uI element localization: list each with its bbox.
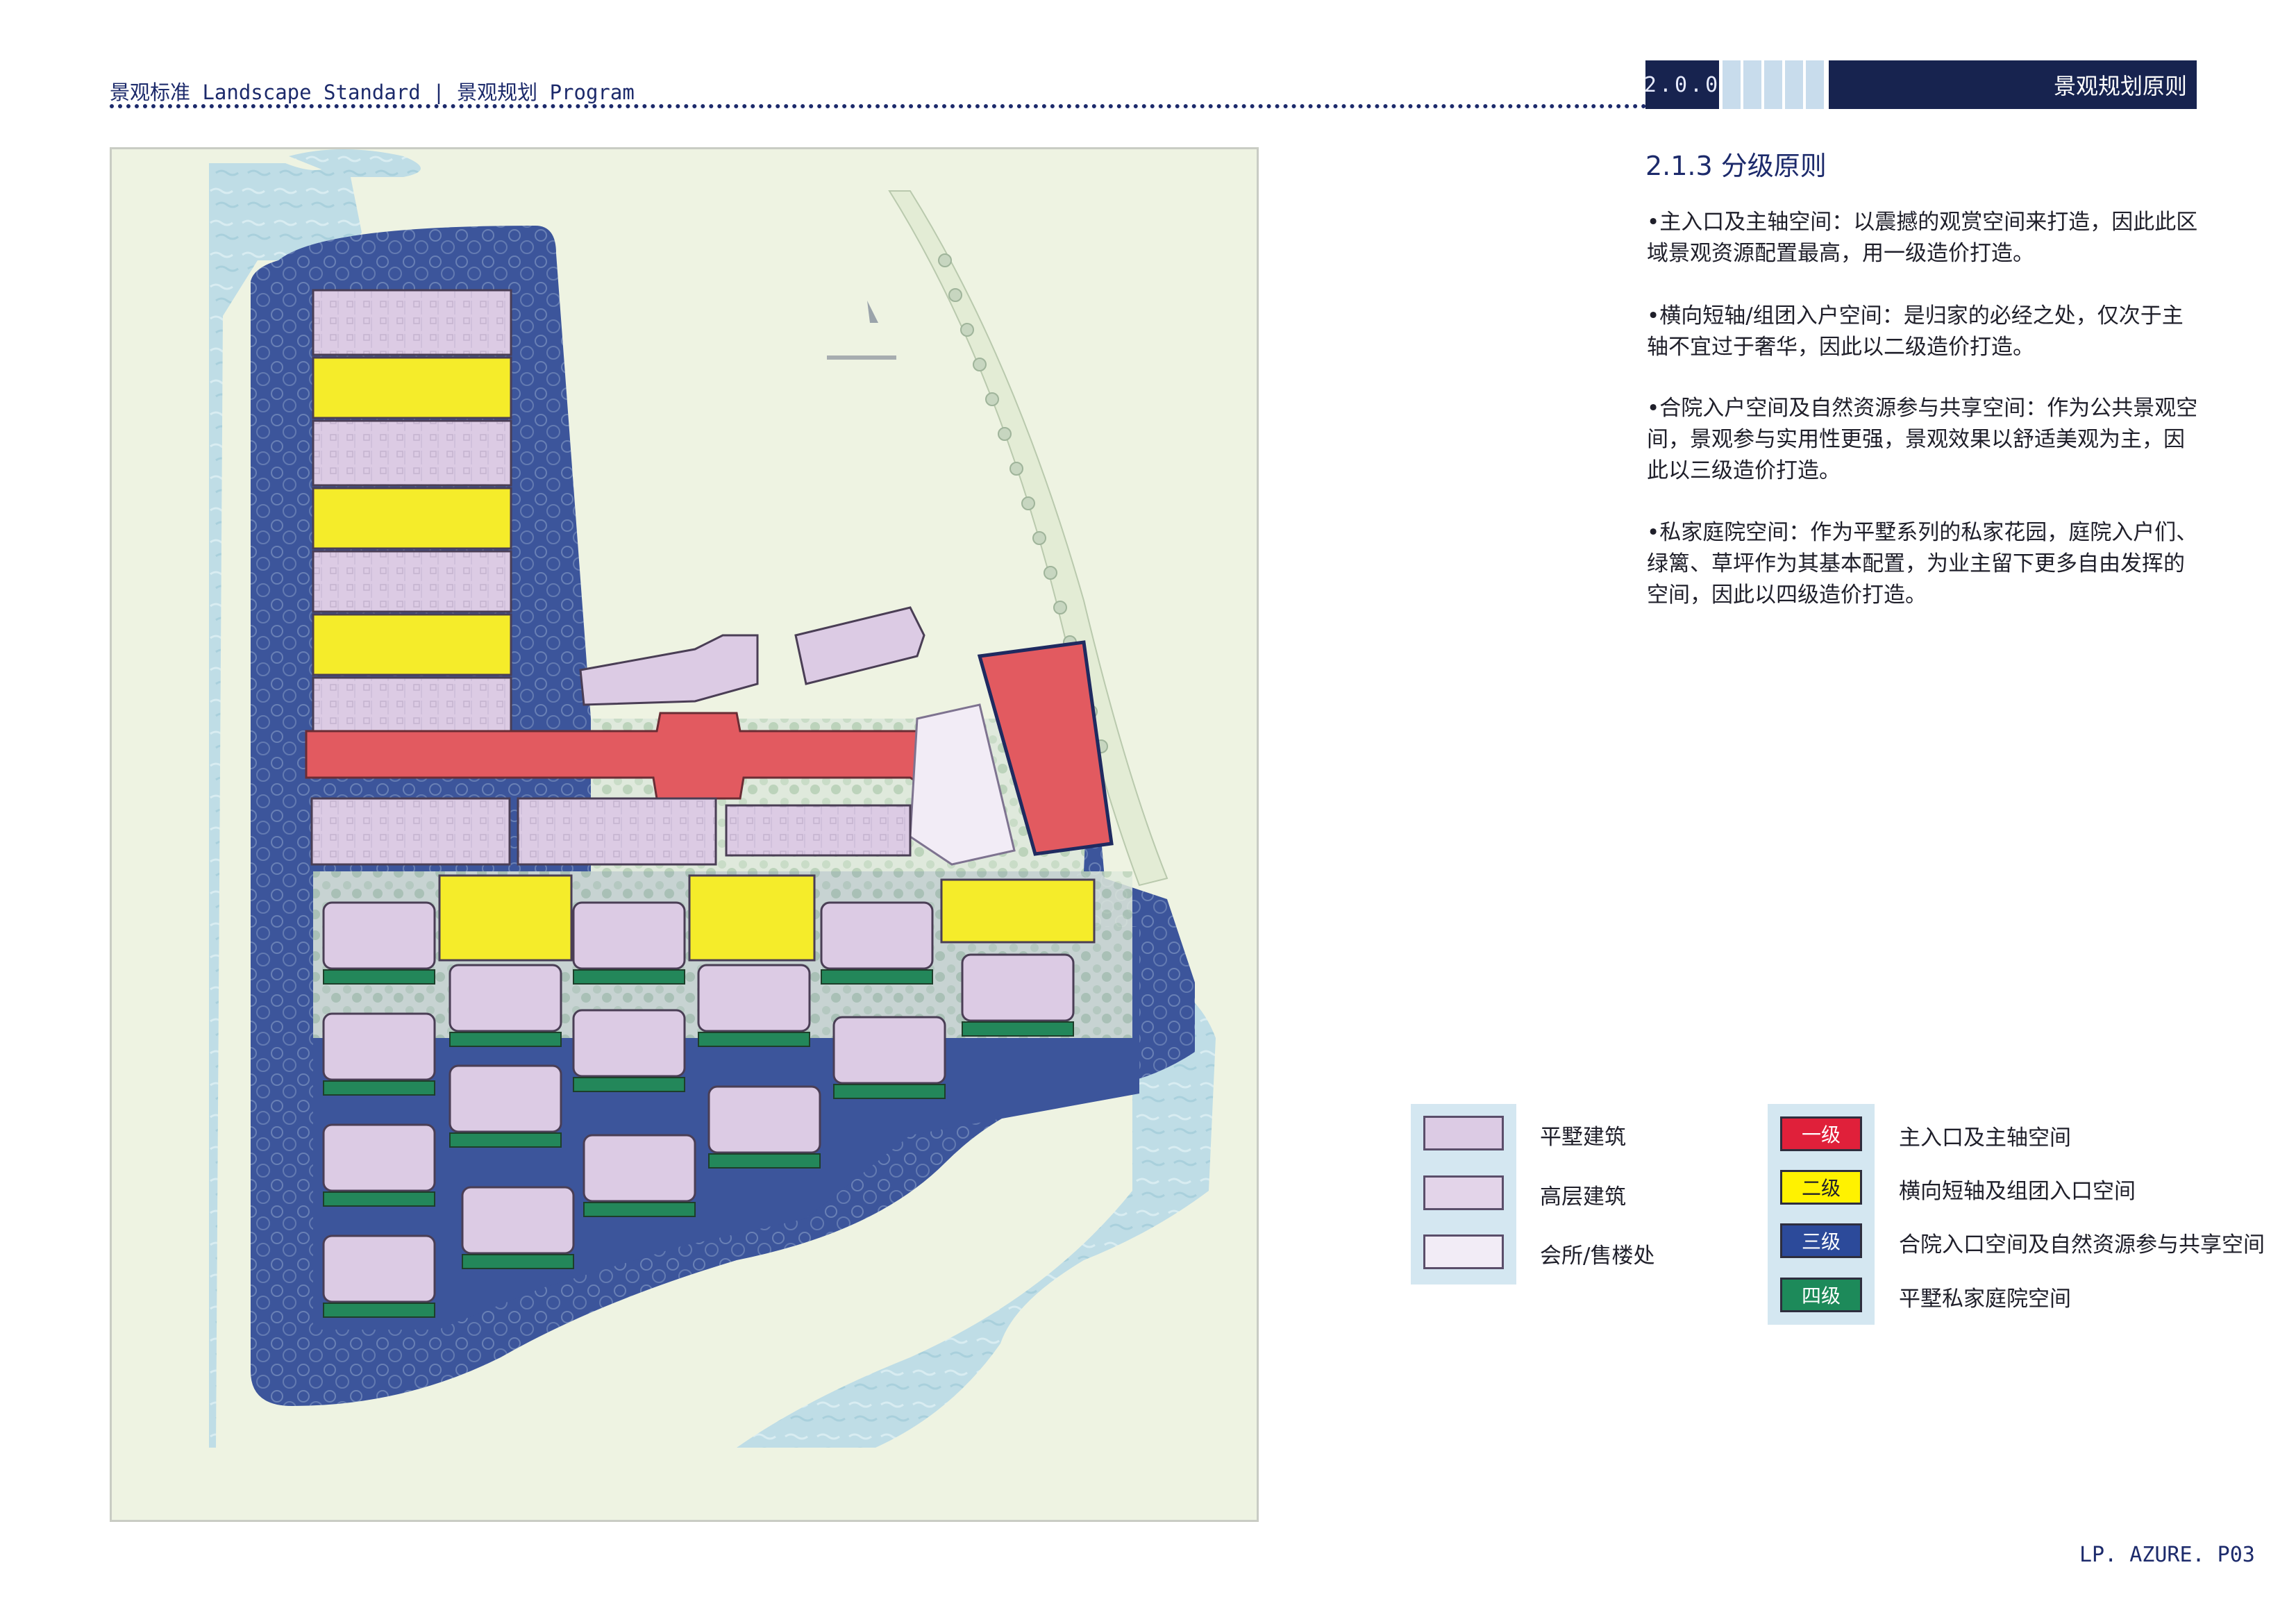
header-stripe [1723,60,1741,109]
site-plan-drawing [209,149,1216,1448]
legend-label-villa: 平墅建筑 [1540,1125,1626,1150]
principle-paragraph-4: •私家庭院空间：作为平墅系列的私家花园，庭院入户们、绿篱、草坪作为其基本配置，为… [1647,520,2198,608]
header-stripe [1764,60,1782,109]
header-title: 景观标准 Landscape Standard | 景观规划 Program [110,81,635,104]
tree-row [938,253,1108,753]
section-number-badge: 2.0.0 [1644,60,1719,109]
river-west [209,163,362,1448]
header-stripe [1743,60,1761,109]
clubhouse [909,703,1016,866]
river-north [289,149,421,177]
grade-swatch-2: 二级 [1780,1170,1862,1205]
legend-swatch-villa [1423,1116,1504,1150]
header-stripe [1806,60,1824,109]
grade-swatch-4: 四级 [1780,1278,1862,1312]
section-heading: 2.1.3 分级原则 [1645,151,1827,181]
principle-paragraph-2: •横向短轴/组团入户空间：是归家的必经之处，仅次于主轴不宜过于奢华，因此以二级造… [1647,303,2184,360]
grade-label-1: 主入口及主轴空间 [1899,1125,2071,1150]
grade-swatch-3: 三级 [1780,1223,1862,1258]
villa-row-south-axis [310,797,912,866]
section-title: 景观规划原则 [2053,73,2187,99]
villa-block-group-west [312,289,512,739]
legend-swatch-clubhouse [1423,1234,1504,1269]
high-rise-north [579,606,925,706]
sculpture-plaza [827,301,896,360]
header-stripe [1785,60,1803,109]
grade-two-blocks [438,874,1096,962]
grade-label-3: 合院入口空间及自然资源参与共享空间 [1899,1232,2265,1257]
site-plan-map [110,147,1259,1522]
header-dotted-rule [110,104,1655,108]
legend-swatch-highrise [1423,1175,1504,1210]
grade-label-4: 平墅私家庭院空间 [1899,1287,2071,1312]
legend-label-clubhouse: 会所/售楼处 [1540,1244,1655,1269]
page-footer-code: LP. AZURE. P03 [2079,1543,2255,1567]
entrance-building-red [977,640,1114,856]
principle-paragraph-1: •主入口及主轴空间：以震撼的观赏空间来打造，因此此区域景观资源配置最高，用一级造… [1647,210,2198,266]
principle-paragraph-3: •合院入户空间及自然资源参与共享空间：作为公共景观空间，景观参与实用性更强，景观… [1647,396,2198,483]
courtyard-villas [322,901,1075,1318]
grade-label-2: 横向短轴及组团入口空间 [1899,1179,2136,1204]
grade-swatch-1: 一级 [1780,1116,1862,1151]
legend-label-highrise: 高层建筑 [1540,1184,1626,1209]
section-title-bar: 景观规划原则 [1829,60,2197,109]
